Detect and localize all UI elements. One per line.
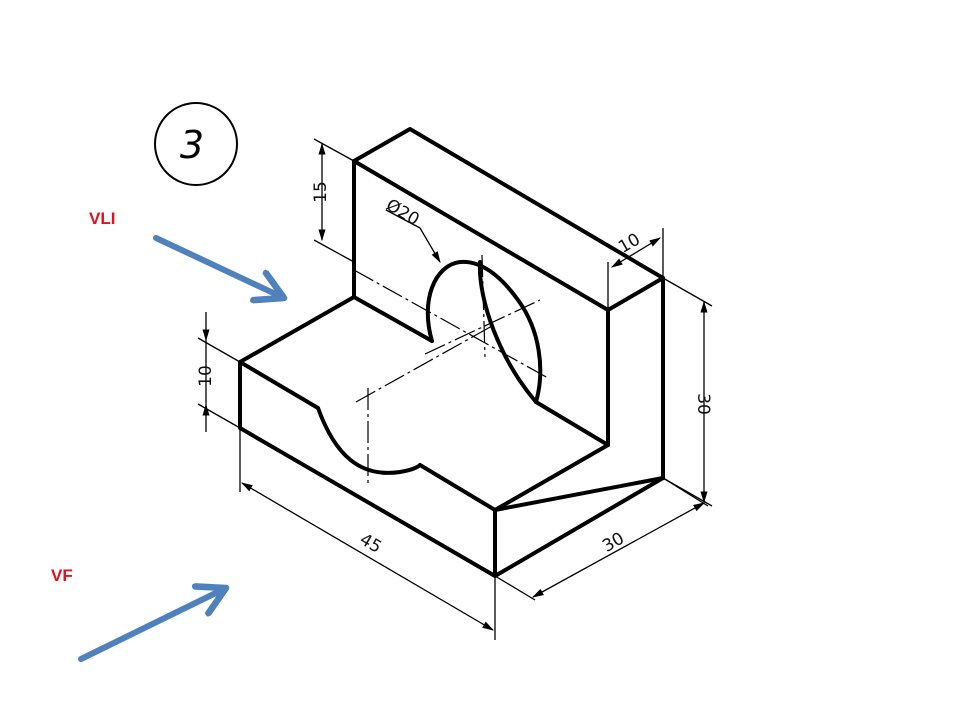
dim-length-text: 45: [356, 530, 385, 558]
center-lines: [353, 254, 549, 485]
hole-vertical-axis: [481, 254, 486, 358]
view-label-vli: VLI: [89, 209, 116, 228]
hole-front-curve: [316, 406, 422, 475]
dim-total-height-text: 30: [693, 393, 713, 415]
dim-upright-height-text: 15: [311, 181, 331, 203]
dim-base-height: 10: [196, 312, 241, 432]
dim-upright-height: 15: [311, 138, 355, 263]
part-number-badge: 3: [154, 102, 238, 186]
hole-horizontal-axis: [424, 299, 541, 355]
view-label-vf: VF: [51, 566, 73, 585]
axis-line: [353, 269, 549, 379]
base-right-top-edge: [493, 476, 665, 512]
axis-extension: [355, 325, 493, 403]
dim-depth: 30: [494, 477, 709, 601]
vli-arrow: [153, 235, 284, 298]
dim-base-height-text: 10: [196, 365, 216, 387]
dim-depth-text: 30: [599, 529, 628, 557]
part-outline: [238, 127, 665, 578]
step-back-edge: [352, 295, 434, 343]
base-step-right-edge: [534, 400, 610, 447]
part-number-text: 3: [180, 123, 204, 167]
vf-arrow: [78, 588, 226, 662]
dim-hole-diameter-text: Ø20: [382, 195, 422, 230]
base-step-left: [238, 295, 356, 410]
hole-back-curve: [425, 259, 543, 404]
dim-total-height: 30: [662, 277, 713, 507]
view-arrows: [78, 235, 284, 662]
dim-wall-thickness: 10: [607, 228, 664, 310]
base-top-right-edge: [493, 443, 610, 512]
base-top-front-edge: [418, 463, 497, 512]
hole-inner-ellipse: [477, 260, 538, 404]
